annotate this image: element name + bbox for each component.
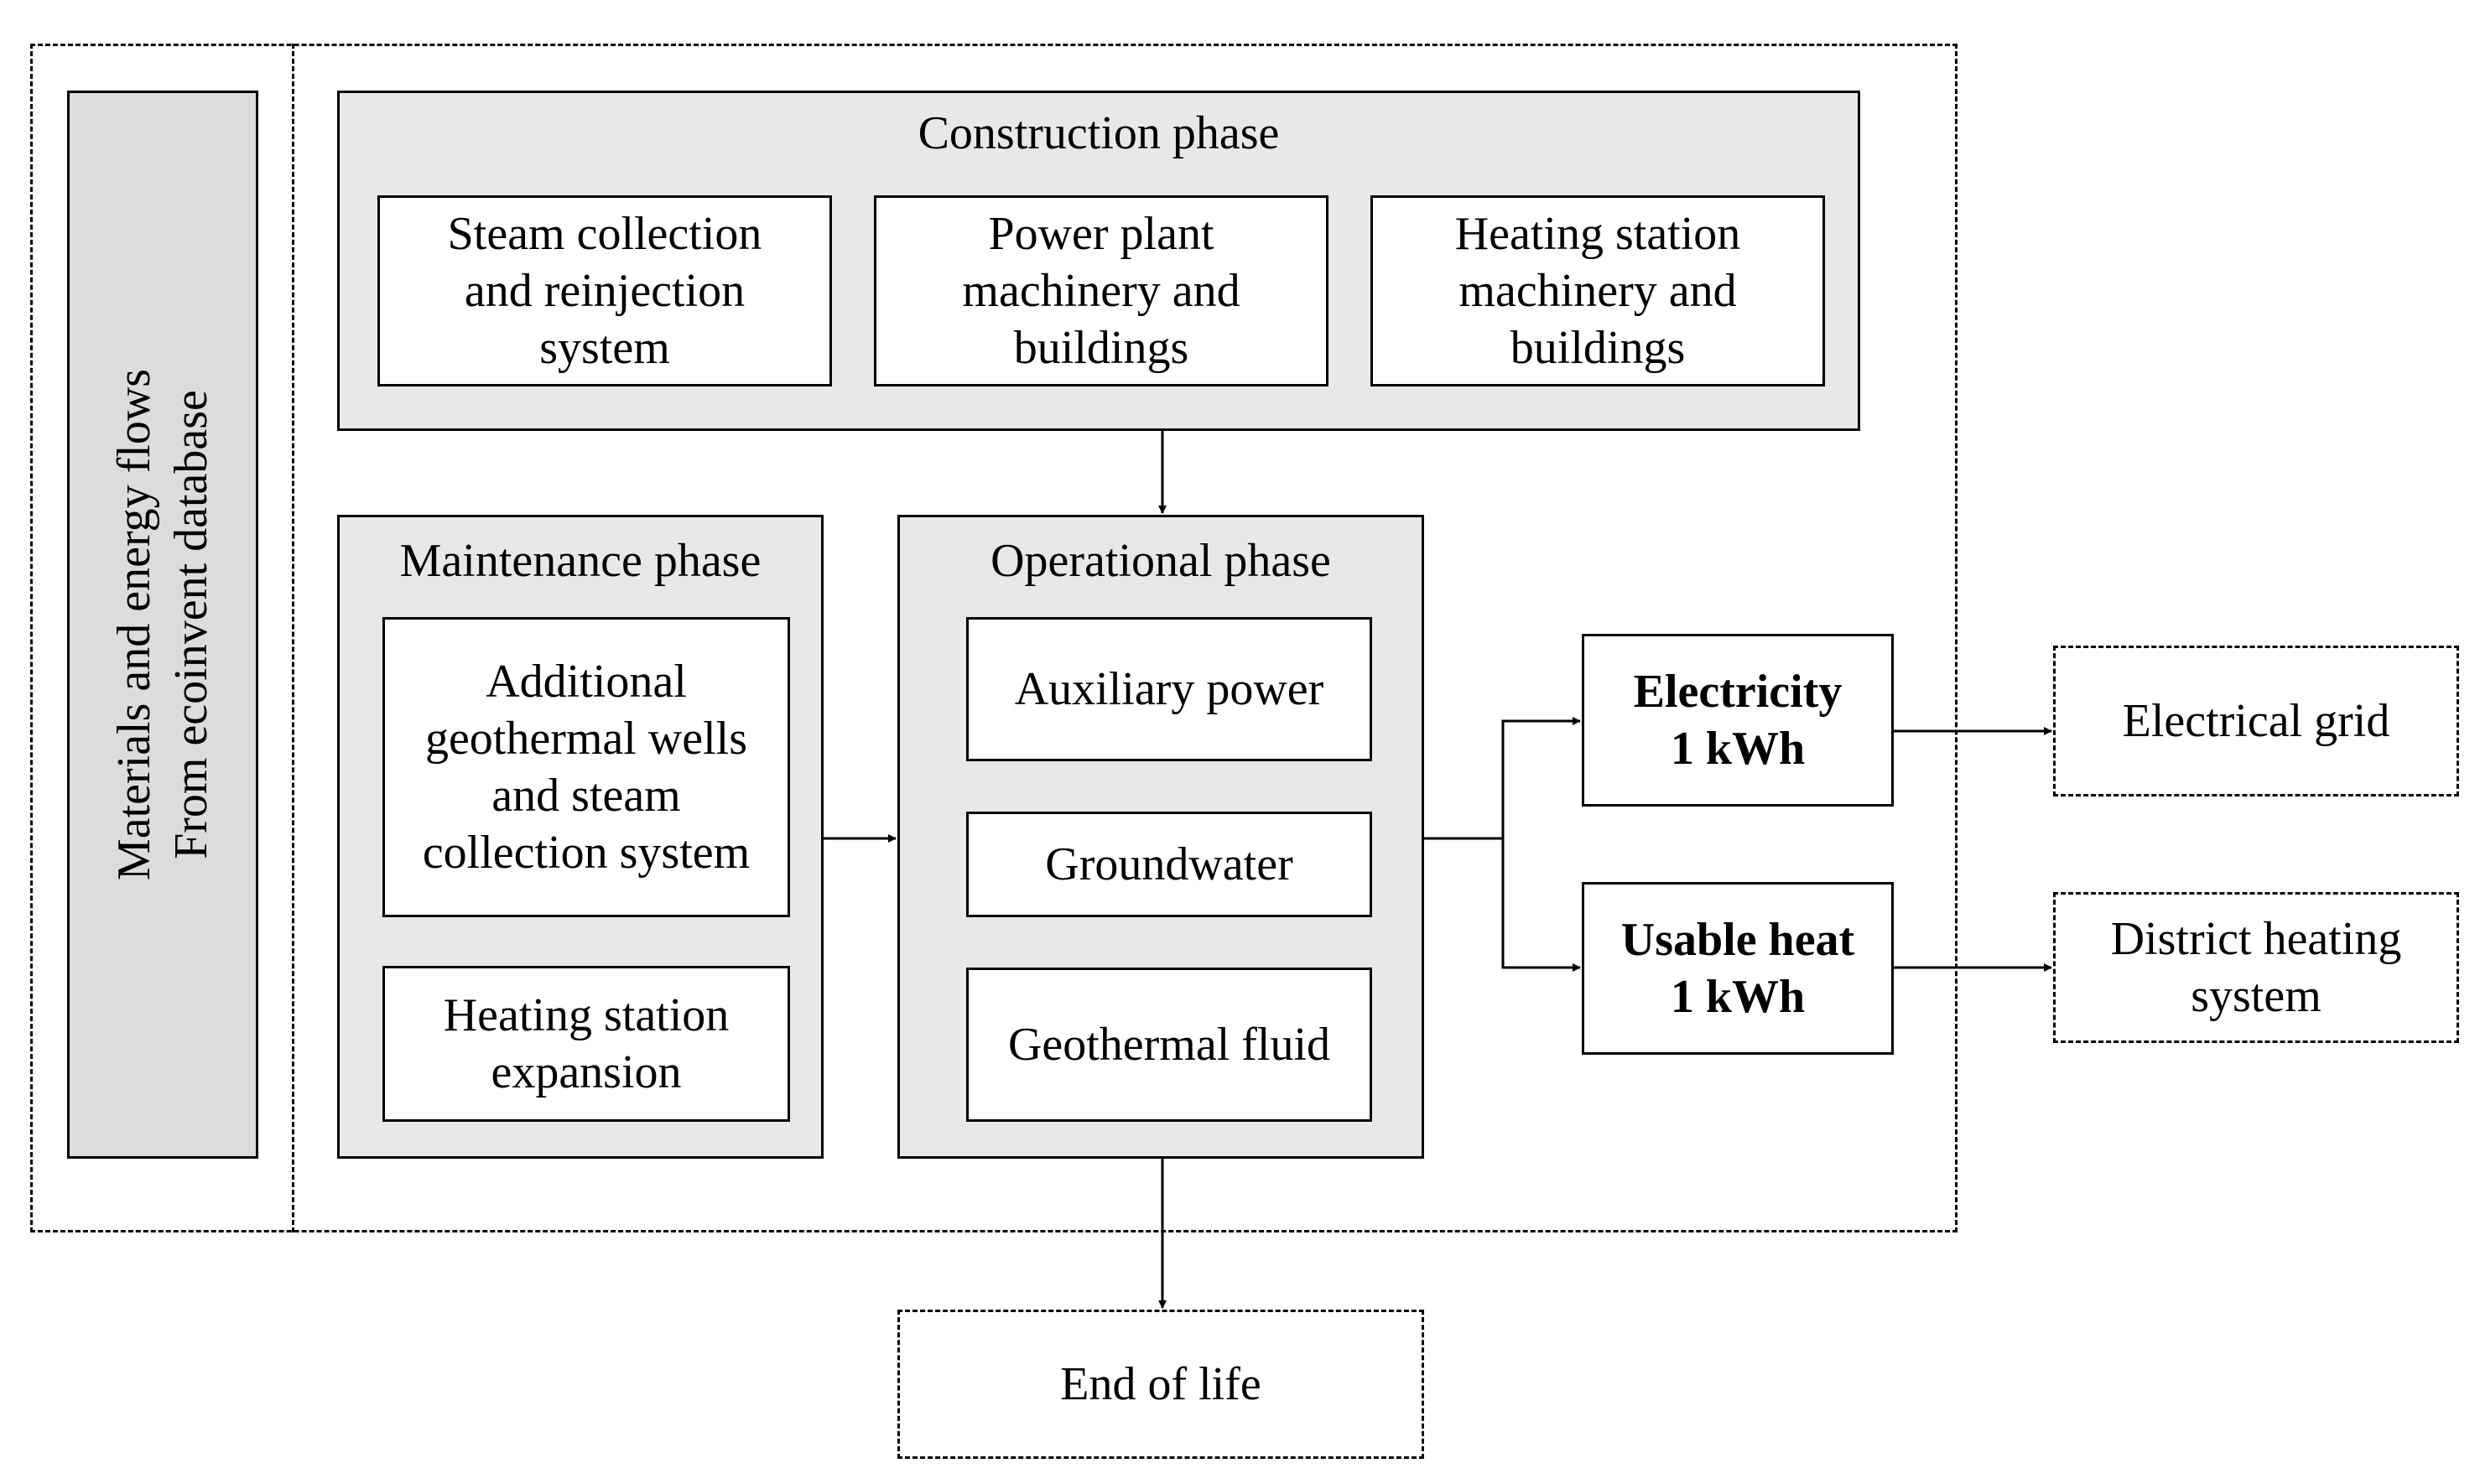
boundary-divider (292, 44, 294, 1232)
destination-electrical-grid-label: Electrical grid (2122, 695, 2390, 747)
system-boundary (30, 44, 1957, 1232)
operational-item-auxiliary-power: Auxiliary power (966, 617, 1372, 761)
operational-item-groundwater: Groundwater (966, 812, 1372, 917)
output-usable-heat: Usable heat 1 kWh (1582, 882, 1894, 1055)
maintenance-item-wells-label: Additional geothermal wells and steam co… (422, 656, 751, 879)
construction-title: Construction phase (918, 107, 1280, 159)
arrow-to-usable-heat (1501, 838, 1581, 972)
maintenance-item-heating-expansion-label: Heating station expansion (443, 989, 730, 1098)
output-electricity-label: Electricity 1 kWh (1633, 666, 1843, 775)
operational-item-geothermal-fluid: Geothermal fluid (966, 968, 1372, 1122)
destination-district-heating: District heating system (2053, 892, 2459, 1043)
destination-electrical-grid: Electrical grid (2053, 646, 2459, 796)
operational-item-groundwater-label: Groundwater (1045, 838, 1293, 890)
maintenance-item-heating-expansion: Heating station expansion (382, 966, 790, 1122)
output-usable-heat-label: Usable heat 1 kWh (1620, 914, 1855, 1023)
destination-end-of-life-label: End of life (1060, 1358, 1261, 1410)
operational-title: Operational phase (990, 535, 1331, 587)
construction-item-power-plant-label: Power plant machinery and buildings (962, 208, 1240, 374)
construction-item-heating-station: Heating station machinery and buildings (1370, 195, 1825, 387)
destination-district-heating-label: District heating system (2110, 913, 2402, 1022)
output-electricity: Electricity 1 kWh (1582, 634, 1894, 807)
construction-item-steam: Steam collection and reinjection system (377, 195, 832, 387)
operational-item-geothermal-fluid-label: Geothermal fluid (1007, 1019, 1331, 1071)
construction-item-heating-station-label: Heating station machinery and buildings (1454, 208, 1741, 374)
maintenance-title: Maintenance phase (399, 535, 762, 587)
destination-end-of-life: End of life (897, 1310, 1424, 1459)
maintenance-item-wells: Additional geothermal wells and steam co… (382, 617, 790, 917)
database-box: Materials and energy flows From ecoinven… (67, 91, 258, 1159)
construction-item-steam-label: Steam collection and reinjection system (447, 208, 762, 374)
arrow-to-electricity (1501, 717, 1581, 838)
construction-item-power-plant: Power plant machinery and buildings (874, 195, 1328, 387)
operational-item-auxiliary-power-label: Auxiliary power (1014, 663, 1324, 715)
